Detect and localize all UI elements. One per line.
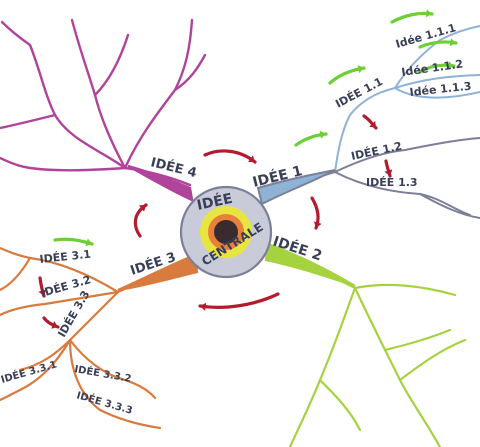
branch-idee-1-sub-1-2 <box>334 137 480 173</box>
arrowhead-icon <box>447 61 454 70</box>
branch-idee-4-twig <box>123 18 194 170</box>
branch-idee-3 <box>0 246 199 430</box>
green-arrows <box>53 9 458 247</box>
branch-idee-4-twig <box>0 113 57 130</box>
branch-idee-1-sub-1-3-twig <box>419 193 480 219</box>
label-idee-3-3: IDÉE 3.3 <box>55 288 92 339</box>
label-idee-1-3: IDÉE 1.3 <box>366 176 418 189</box>
branch-idee-3-sub-3-3-2 <box>68 338 157 400</box>
branch-idee-2-wedge <box>264 242 356 288</box>
branch-idee-2-twig <box>288 286 357 447</box>
arrowhead-icon <box>384 169 393 176</box>
arrowhead-icon <box>200 302 207 311</box>
arrowhead-icon <box>357 64 364 74</box>
branch-idee-3-twig <box>0 256 32 292</box>
arrowhead-icon <box>139 205 146 212</box>
arrowhead-icon <box>319 130 326 139</box>
branch-idee-4-twig <box>0 20 32 47</box>
green-arrow-icon <box>390 11 434 24</box>
branch-idee-4-wedge <box>127 164 194 203</box>
branch-idee-2-twig <box>318 378 362 432</box>
branch-idee-1 <box>256 25 480 219</box>
flow-arrows <box>38 114 393 329</box>
red-arrow-icon <box>198 292 280 309</box>
branch-idee-2-twig <box>353 283 457 297</box>
arrowhead-icon <box>248 155 255 162</box>
label-idee-3-3-2: IDÉE 3.3.2 <box>73 362 132 385</box>
arrowhead-icon <box>425 9 432 18</box>
arrowhead-icon <box>85 238 92 247</box>
branch-idee-4-twig <box>0 156 127 172</box>
branch-idee-4 <box>0 18 207 203</box>
branch-idee-1-wedge <box>256 169 336 206</box>
branch-idee-1-sub-1-1-3 <box>394 87 480 99</box>
arrowhead-icon <box>369 121 376 128</box>
branch-idee-1-sub-1-1 <box>334 87 396 173</box>
arrowhead-icon <box>51 321 58 329</box>
arrowhead-icon <box>313 221 322 228</box>
branch-idee-4-twig <box>173 53 207 92</box>
branch-idee-2-twig <box>353 286 442 447</box>
branch-idee-4-twig <box>93 33 130 97</box>
branch-idee-2 <box>264 242 467 447</box>
branch-idee-3-sub-3-2 <box>0 290 120 317</box>
branch-idee-3-sub-3-3-3 <box>68 338 162 430</box>
branch-idee-1-sub-1-1-1 <box>394 25 480 89</box>
branch-idee-4-twig <box>70 18 127 170</box>
branch-idee-2-twig <box>398 338 467 382</box>
branch-idee-3-sub-3-3-1 <box>0 338 72 402</box>
central-eye-icon <box>214 220 238 244</box>
label-idee-1-2: IDÉE 1.2 <box>350 139 403 162</box>
label-idee-3-3-1: IDÉE 3.3.1 <box>0 357 58 385</box>
arrowhead-icon <box>38 289 47 296</box>
branch-idee-2-twig <box>383 328 452 352</box>
branch-idee-1-sub-1-1-2 <box>394 74 480 89</box>
branch-idee-3-wedge <box>117 253 199 292</box>
red-arrow-icon <box>203 149 257 164</box>
arrowhead-icon <box>449 38 456 47</box>
label-idee-1-1-3: Idée 1.1.3 <box>409 80 472 99</box>
label-idee-3-1: IDÉE 3.1 <box>39 248 92 266</box>
central-idea: IDÉE CENTRALE <box>179 185 273 279</box>
